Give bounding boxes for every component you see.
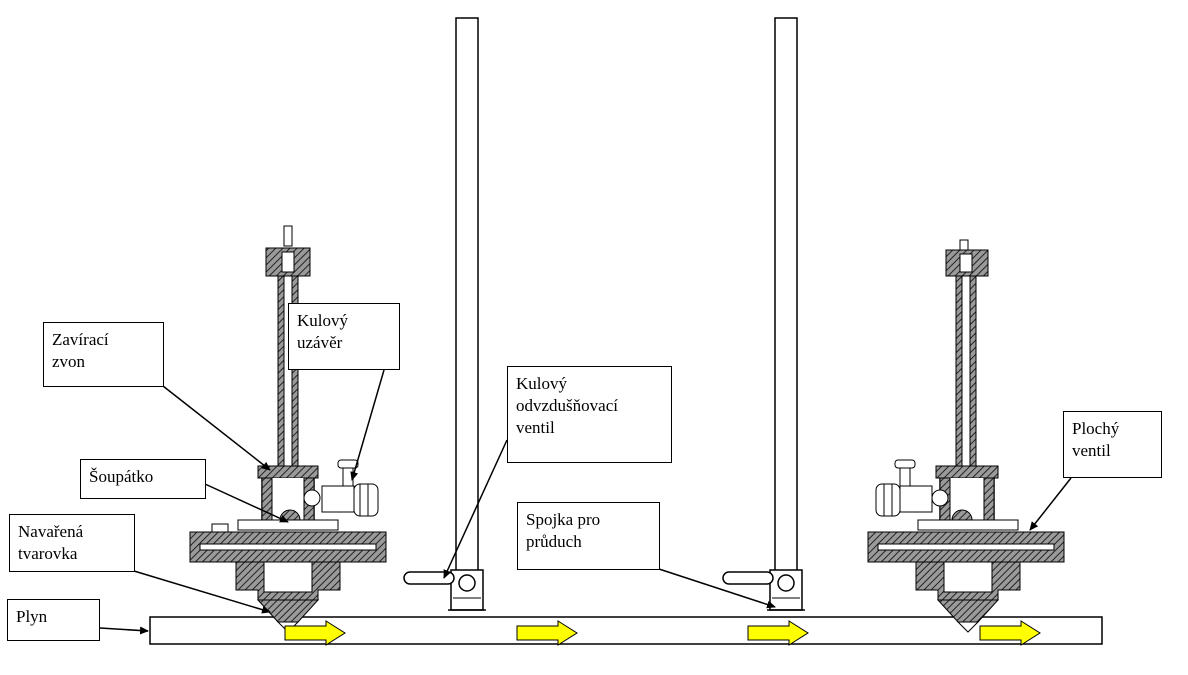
label-navarena-tvarovka: Navařená tvarovka [9,514,135,572]
label-plochy-ventil: Plochý ventil [1063,411,1162,478]
vent-pipe-left [403,17,486,611]
label-kulovy-odvzdusnovaci-ventil: Kulový odvzdušňovací ventil [507,366,672,463]
leader-lines [99,369,1072,635]
flow-arrow [284,620,346,646]
label-plyn: Plyn [7,599,100,641]
vent-pipe-right [722,17,805,611]
valve-assembly-right [867,239,1065,633]
flow-arrow [979,620,1041,646]
flow-arrow [747,620,809,646]
label-soupatko: Šoupátko [80,459,206,499]
label-zaviraci-zvon: Zavírací zvon [43,322,164,387]
flow-arrows [284,620,1041,646]
valve-assembly-left [189,225,387,633]
label-spojka-pro-pruduch: Spojka pro průduch [517,502,660,570]
flow-arrow [516,620,578,646]
label-kulovy-uzaver: Kulový uzávěr [288,303,400,370]
